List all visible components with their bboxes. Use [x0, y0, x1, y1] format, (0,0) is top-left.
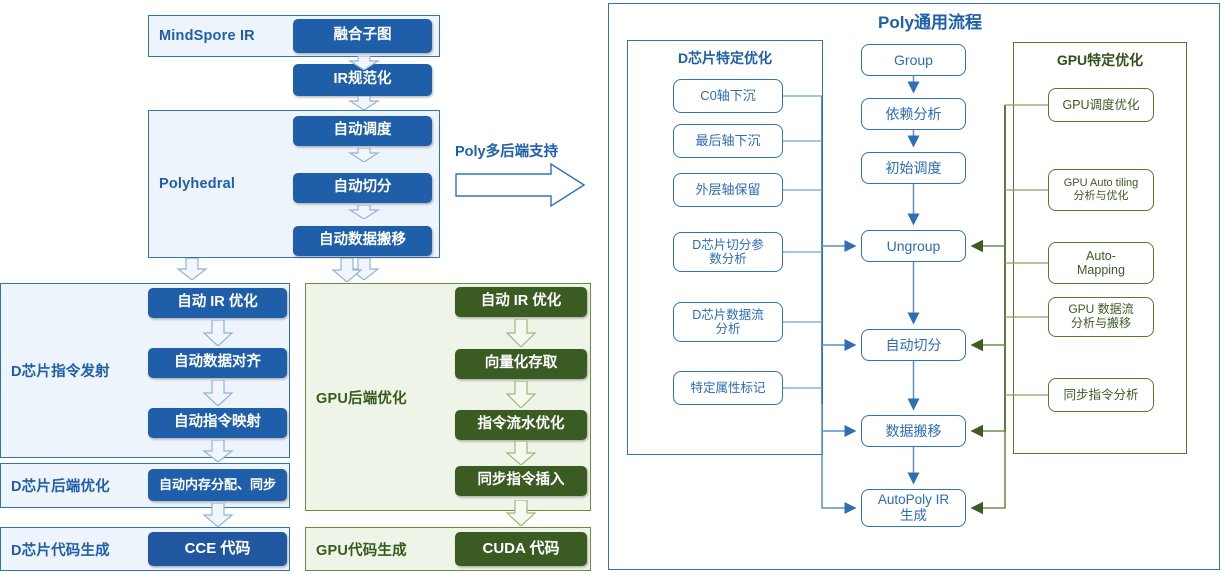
chip-cuda-code[interactable]: CUDA 代码	[455, 532, 587, 566]
d-specific-title: D芯片特定优化	[677, 50, 773, 66]
chip-d-auto-instr-map[interactable]: 自动指令映射	[148, 408, 287, 438]
pipeline-ungroup[interactable]: Ungroup	[861, 230, 966, 262]
d-item-outer-axis-keep[interactable]: 外层轴保留	[673, 173, 783, 207]
right-arrow-icon	[455, 163, 585, 207]
down-arrow-icon	[201, 503, 235, 527]
chip-auto-mem-alloc-sync[interactable]: 自动内存分配、同步	[148, 469, 287, 501]
pipeline-data-move[interactable]: 数据搬移	[861, 415, 966, 447]
pipeline-auto-tiling[interactable]: 自动切分	[861, 329, 966, 361]
chip-vectorized-access[interactable]: 向量化存取	[455, 349, 587, 379]
down-arrow-icon	[201, 320, 235, 346]
gpu-item-sync-instr-analysis[interactable]: 同步指令分析	[1048, 378, 1154, 412]
chip-d-auto-ir-opt[interactable]: 自动 IR 优化	[148, 288, 287, 318]
down-arrow-icon	[504, 319, 538, 347]
d-item-dataflow-analysis[interactable]: D芯片数据流 分析	[673, 302, 783, 342]
right-panel-title: Poly通用流程	[878, 13, 982, 32]
down-arrow-icon	[347, 148, 381, 162]
chip-gpu-auto-ir-opt[interactable]: 自动 IR 优化	[455, 287, 587, 317]
down-arrow-icon	[201, 380, 235, 406]
panel-label-d-issue: D芯片指令发射	[11, 364, 110, 380]
d-item-attr-marking[interactable]: 特定属性标记	[673, 371, 783, 405]
panel-label-gpu-backend: GPU后端优化	[316, 390, 407, 407]
pipeline-autopoly-ir-gen[interactable]: AutoPoly IR 生成	[861, 489, 966, 527]
down-arrow-icon	[347, 96, 381, 110]
chip-instr-pipeline-opt[interactable]: 指令流水优化	[455, 410, 587, 440]
d-item-c0-axis-sink[interactable]: C0轴下沉	[673, 79, 783, 113]
down-arrow-icon	[201, 440, 235, 462]
chip-ir-normalize[interactable]: IR规范化	[293, 64, 432, 96]
chip-d-auto-data-align[interactable]: 自动数据对齐	[148, 348, 287, 378]
panel-label-polyhedral: Polyhedral	[159, 176, 236, 192]
down-arrow-icon	[504, 441, 538, 465]
panel-label-d-backend: D芯片后端优化	[11, 479, 110, 495]
chip-sync-instr-insert[interactable]: 同步指令插入	[455, 466, 587, 496]
d-item-last-axis-sink[interactable]: 最后轴下沉	[673, 124, 783, 158]
down-arrow-icon	[347, 258, 381, 280]
chip-auto-tiling[interactable]: 自动切分	[293, 173, 432, 203]
down-arrow-icon	[347, 205, 381, 219]
pipeline-group[interactable]: Group	[861, 44, 966, 76]
chip-auto-schedule[interactable]: 自动调度	[293, 116, 432, 146]
panel-label-mindspore: MindSpore IR	[159, 28, 255, 44]
pipeline-dependence-analysis[interactable]: 依赖分析	[861, 98, 966, 130]
d-item-tiling-param-analysis[interactable]: D芯片切分参 数分析	[673, 232, 783, 272]
chip-fused-subgraph[interactable]: 融合子图	[293, 19, 432, 53]
down-arrow-icon	[504, 500, 538, 526]
down-arrow-icon	[504, 381, 538, 408]
down-arrow-icon	[347, 56, 381, 70]
pipeline-initial-schedule[interactable]: 初始调度	[861, 152, 966, 184]
gpu-item-auto-tiling[interactable]: GPU Auto tiling 分析与优化	[1048, 169, 1154, 211]
down-arrow-icon	[330, 258, 364, 282]
gpu-item-schedule-opt[interactable]: GPU调度优化	[1048, 88, 1154, 122]
chip-auto-data-move[interactable]: 自动数据搬移	[293, 226, 432, 256]
bridge-label: Poly多后端支持	[455, 144, 559, 160]
panel-label-d-codegen: D芯片代码生成	[11, 542, 110, 559]
gpu-specific-title: GPU特定优化	[1056, 52, 1144, 68]
down-arrow-icon	[175, 258, 209, 280]
gpu-item-dataflow-move[interactable]: GPU 数据流 分析与搬移	[1048, 297, 1154, 337]
panel-label-gpu-codegen: GPU代码生成	[316, 542, 407, 559]
chip-cce-code[interactable]: CCE 代码	[148, 532, 287, 566]
gpu-item-auto-mapping[interactable]: Auto- Mapping	[1048, 242, 1154, 284]
